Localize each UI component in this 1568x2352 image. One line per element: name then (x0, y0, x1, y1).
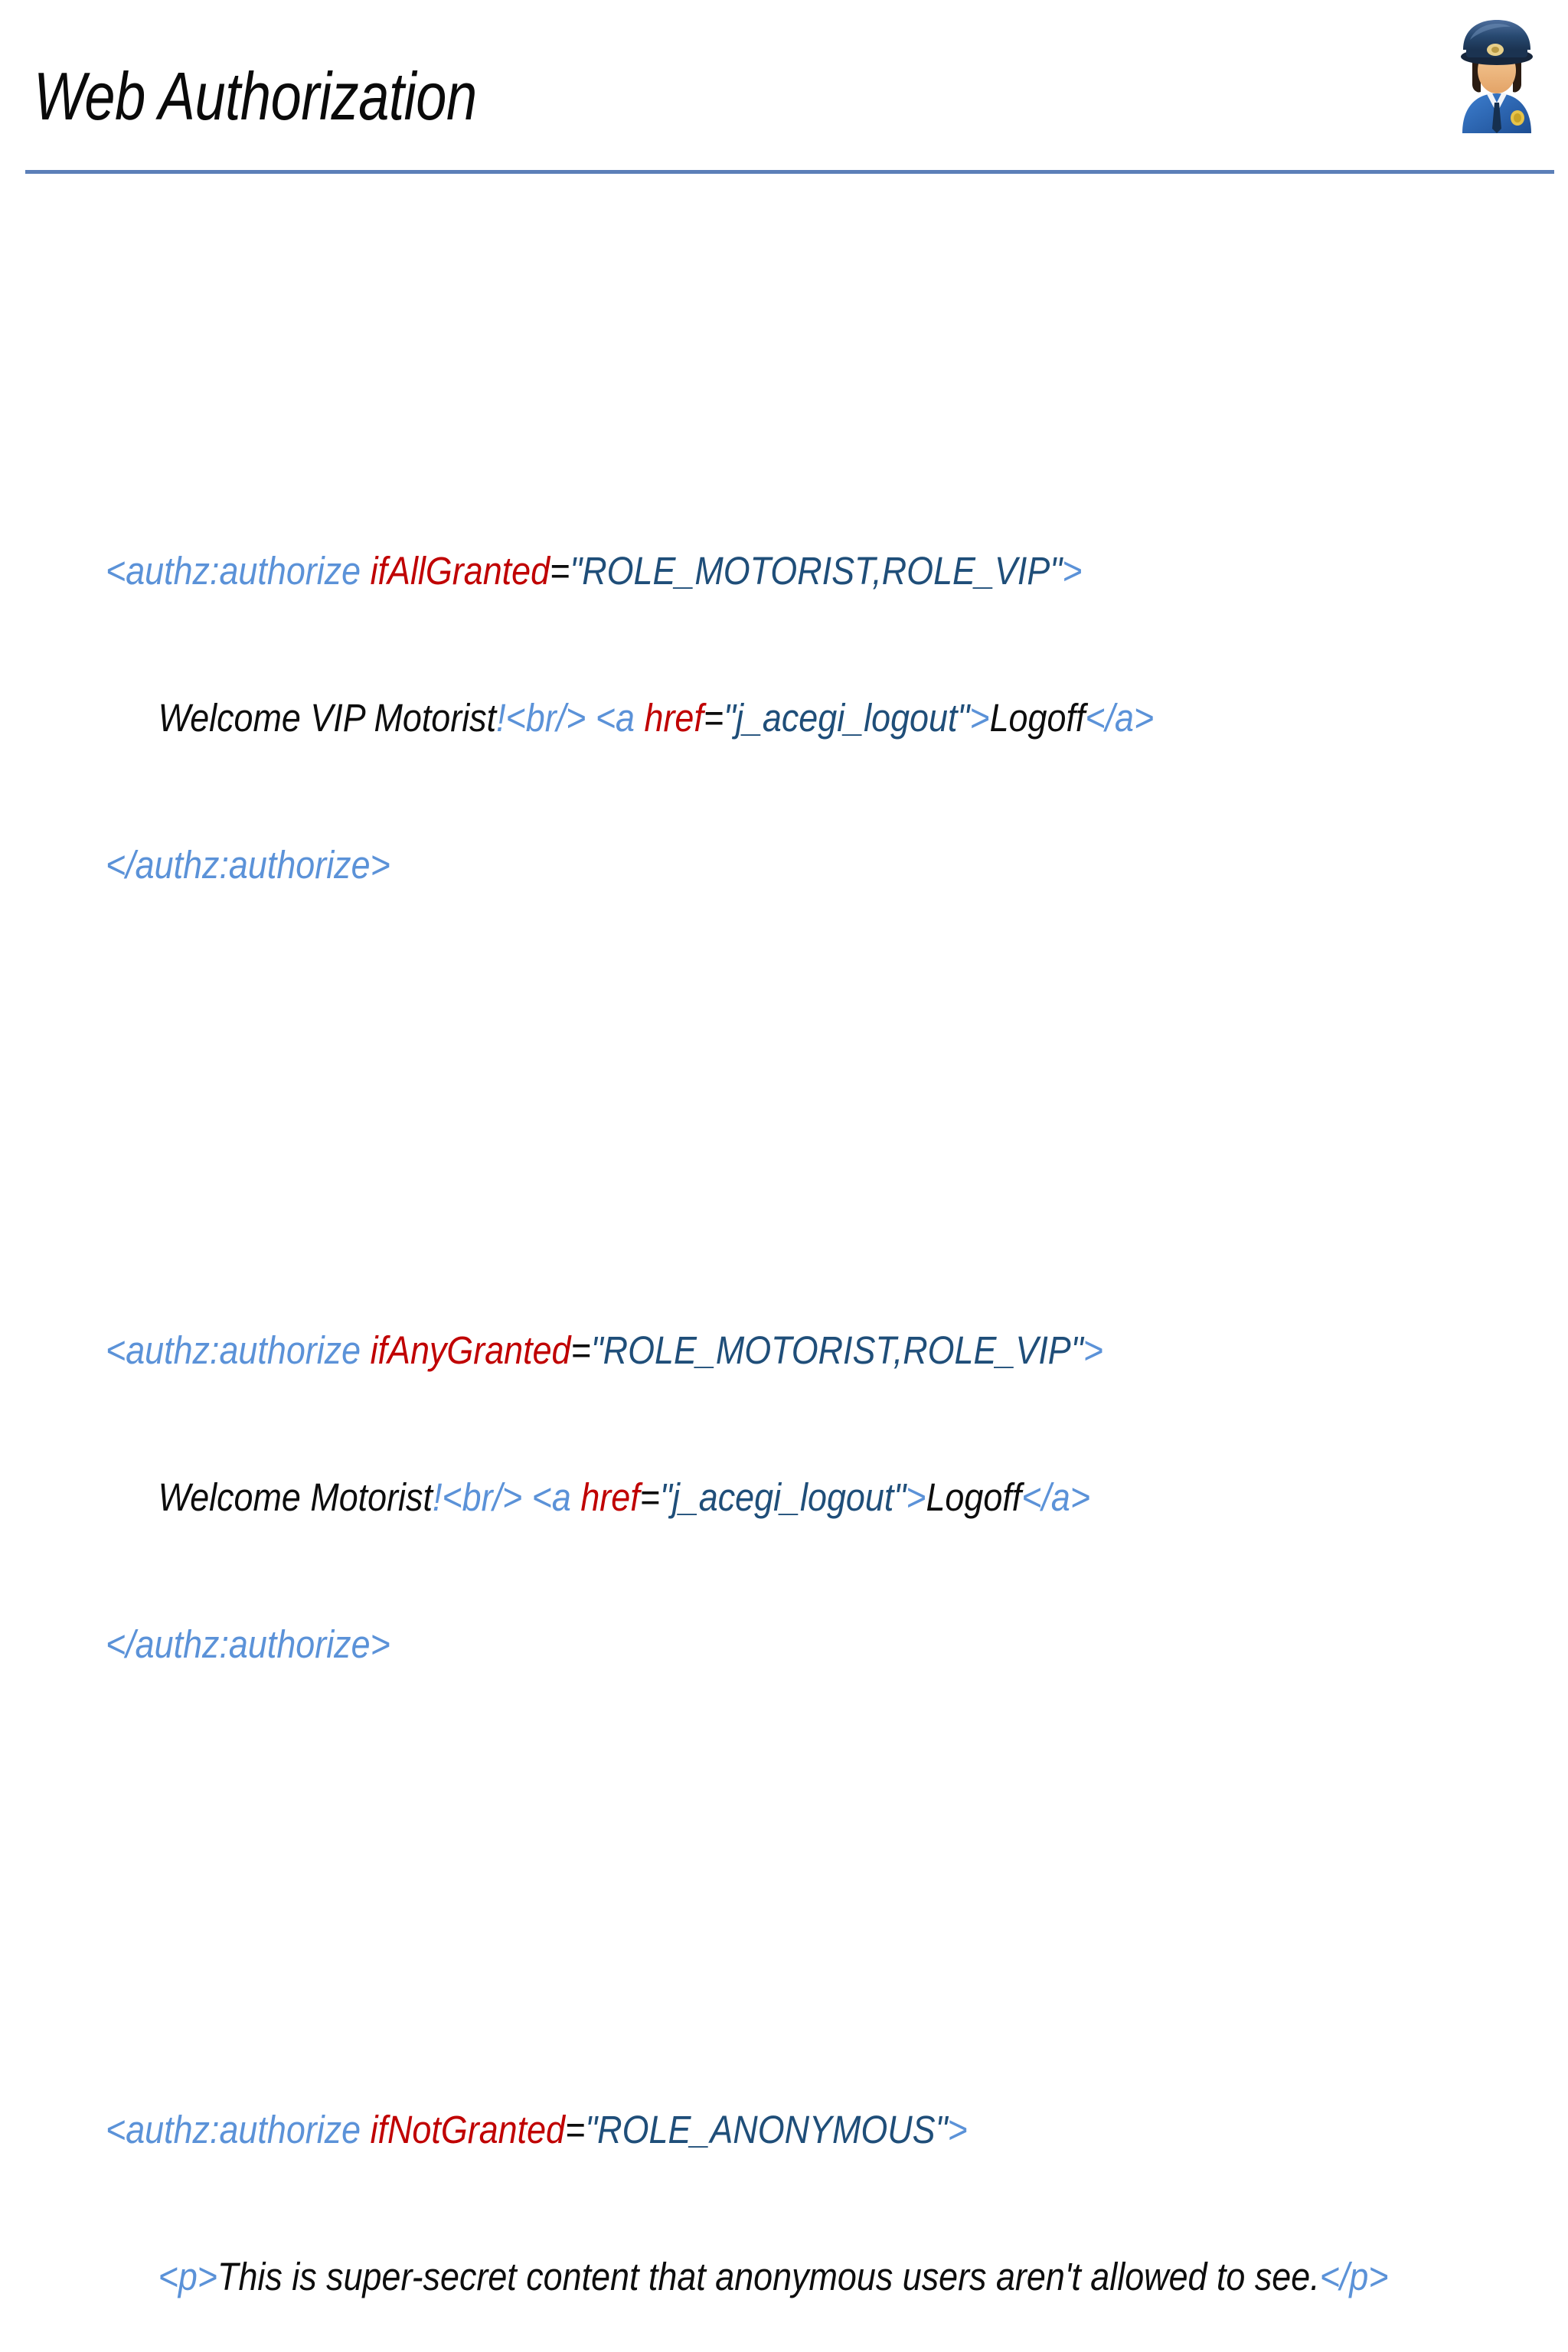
anchor-close: </a> (1021, 1475, 1091, 1519)
title-divider (25, 170, 1554, 174)
code-line: </authz:authorize> (106, 1620, 1359, 1669)
code-line: <p>This is super-secret content that ano… (106, 2252, 1389, 2301)
link-text: Logoff (989, 696, 1086, 740)
code-line: <authz:authorize ifAllGranted="ROLE_MOTO… (106, 547, 1359, 596)
equals-sign: = (565, 2108, 586, 2151)
equals-sign: = (550, 549, 570, 593)
tag-close: > (947, 2108, 968, 2151)
attribute-value: "j_acegi_logout" (659, 1475, 906, 1519)
code-block-ifnotgranted-anonymous: <authz:authorize ifNotGranted="ROLE_ANON… (106, 2007, 1530, 2352)
tag-close-authorize: </authz:authorize> (106, 843, 390, 887)
code-line: </authz:authorize> (106, 841, 1359, 890)
exclamation: ! (432, 1475, 443, 1519)
code-line: <authz:authorize ifNotGranted="ROLE_ANON… (106, 2105, 1359, 2154)
attribute-name: href (580, 1475, 640, 1519)
attribute-name: ifAllGranted (370, 549, 550, 593)
attribute-value: "ROLE_MOTORIST,ROLE_VIP" (590, 1328, 1083, 1372)
body-text: Welcome Motorist (158, 1475, 433, 1519)
anchor-open: <a (531, 1475, 581, 1519)
attribute-value: "ROLE_ANONYMOUS" (585, 2108, 948, 2151)
tag-close: > (906, 1475, 926, 1519)
attribute-value: "ROLE_MOTORIST,ROLE_VIP" (570, 549, 1063, 593)
code-block-ifanygranted: <authz:authorize ifAnyGranted="ROLE_MOTO… (106, 1228, 1530, 1767)
tag-close: > (1083, 1328, 1103, 1372)
code-line: Welcome VIP Motorist!<br/> <a href="j_ac… (106, 694, 1359, 743)
code-listing: <authz:authorize ifAllGranted="ROLE_MOTO… (106, 253, 1530, 2352)
attribute-value: "j_acegi_logout" (724, 696, 970, 740)
anchor-close: </a> (1085, 696, 1155, 740)
tag-open: <authz:authorize (106, 1328, 371, 1372)
body-text: Welcome VIP Motorist (158, 696, 497, 740)
paragraph-close: </p> (1319, 2255, 1389, 2298)
page-title: Web Authorization (34, 58, 477, 134)
code-line: Welcome Motorist!<br/> <a href="j_acegi_… (106, 1473, 1359, 1522)
attribute-name: ifAnyGranted (370, 1328, 571, 1372)
equals-sign: = (703, 696, 724, 740)
exclamation: ! (496, 696, 506, 740)
police-officer-icon (1447, 17, 1547, 133)
link-text: Logoff (926, 1475, 1022, 1519)
attribute-name: href (644, 696, 704, 740)
paragraph-open: <p> (158, 2255, 218, 2298)
br-tag: <br/> (442, 1475, 532, 1519)
anchor-open: <a (595, 696, 645, 740)
code-line: <authz:authorize ifAnyGranted="ROLE_MOTO… (106, 1326, 1359, 1375)
code-block-ifallgranted-vip: <authz:authorize ifAllGranted="ROLE_MOTO… (106, 449, 1530, 988)
tag-open: <authz:authorize (106, 2108, 371, 2151)
br-tag: <br/> (505, 696, 596, 740)
equals-sign: = (570, 1328, 591, 1372)
equals-sign: = (639, 1475, 660, 1519)
body-text: This is super-secret content that anonym… (217, 2255, 1320, 2298)
tag-close-authorize: </authz:authorize> (106, 1622, 390, 1666)
tag-close: > (969, 696, 990, 740)
attribute-name: ifNotGranted (370, 2108, 566, 2151)
tag-close: > (1062, 549, 1083, 593)
slide-header: Web Authorization (0, 0, 1568, 178)
tag-open: <authz:authorize (106, 549, 371, 593)
